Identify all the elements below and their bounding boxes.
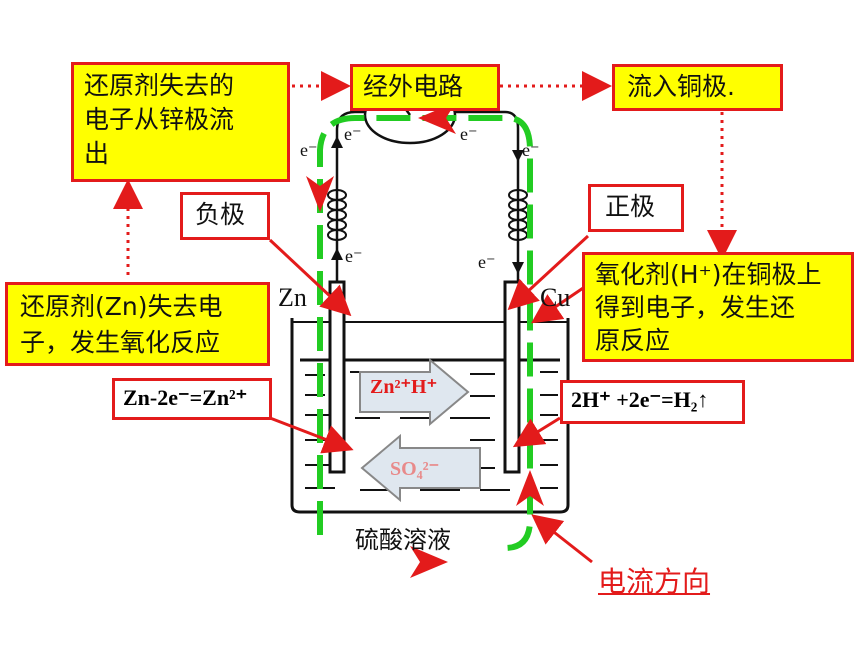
electron-label: e⁻ xyxy=(460,124,478,144)
electron-label: e⁻ xyxy=(522,140,540,160)
electron-label: e⁻ xyxy=(344,124,362,144)
callout-line: 还原剂(Zn)失去电 xyxy=(20,292,223,321)
callout-reducer-loses-electrons: 还原剂失去的 电子从锌极流 出 xyxy=(71,62,290,182)
label-positive-pole: 正极 xyxy=(588,184,684,232)
current-path xyxy=(317,115,533,551)
electron-label: e⁻ xyxy=(478,252,496,272)
cathode-equation: 2H⁺ +2e⁻=H₂↑ xyxy=(560,380,745,424)
callout-line: 还原剂失去的 xyxy=(84,71,235,100)
cation-arrow xyxy=(359,357,470,427)
callout-external-circuit: 经外电路 xyxy=(350,64,500,111)
cation-label: Zn²⁺H⁺ xyxy=(370,376,438,398)
callout-line: 子，发生氧化反应 xyxy=(20,328,221,357)
callout-zn-oxidation: 还原剂(Zn)失去电 子，发生氧化反应 xyxy=(5,282,270,366)
callout-line: 电子从锌极流 xyxy=(84,105,235,134)
electron-label: e⁻ xyxy=(345,246,363,266)
callout-line: 出 xyxy=(84,139,110,168)
callout-line: 原反应 xyxy=(595,326,671,355)
copper-label: Cu xyxy=(540,283,571,312)
left-coil xyxy=(327,189,347,241)
callout-into-copper: 流入铜极. xyxy=(612,64,783,111)
label-negative-pole: 负极 xyxy=(180,192,270,240)
anode-equation: Zn-2e⁻=Zn²⁺ xyxy=(112,378,272,420)
dotted-connectors xyxy=(113,71,737,275)
anion-label: SO₄²⁻ xyxy=(390,458,440,480)
zinc-label: Zn xyxy=(278,283,307,312)
solution-label: 硫酸溶液 xyxy=(355,526,451,554)
callout-oxidizer-gains: 氧化剂(H⁺)在铜极上 得到电子，发生还 原反应 xyxy=(582,252,854,362)
electron-flow-arrows xyxy=(331,136,524,274)
copper-electrode xyxy=(503,280,521,474)
anion-arrow xyxy=(360,433,481,503)
callout-line: 得到电子，发生还 xyxy=(595,293,796,322)
current-arrowheads xyxy=(306,102,544,578)
electron-label: e⁻ xyxy=(300,140,318,160)
callout-line: 氧化剂(H⁺)在铜极上 xyxy=(595,260,822,289)
current-direction-label: 电流方向 xyxy=(598,565,711,598)
